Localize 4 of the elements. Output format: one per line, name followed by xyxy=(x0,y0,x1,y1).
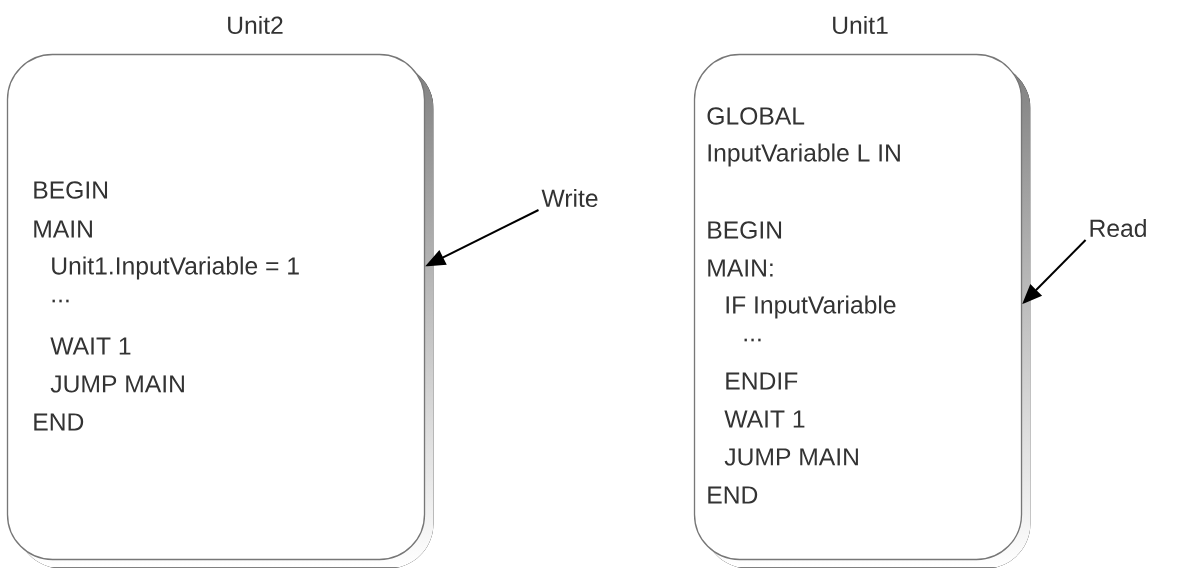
callout-text: Write xyxy=(541,188,598,208)
callout-text: Read xyxy=(1090,218,1146,238)
box-title: Unit2 xyxy=(228,15,283,35)
box-title: Unit1 xyxy=(833,15,888,35)
